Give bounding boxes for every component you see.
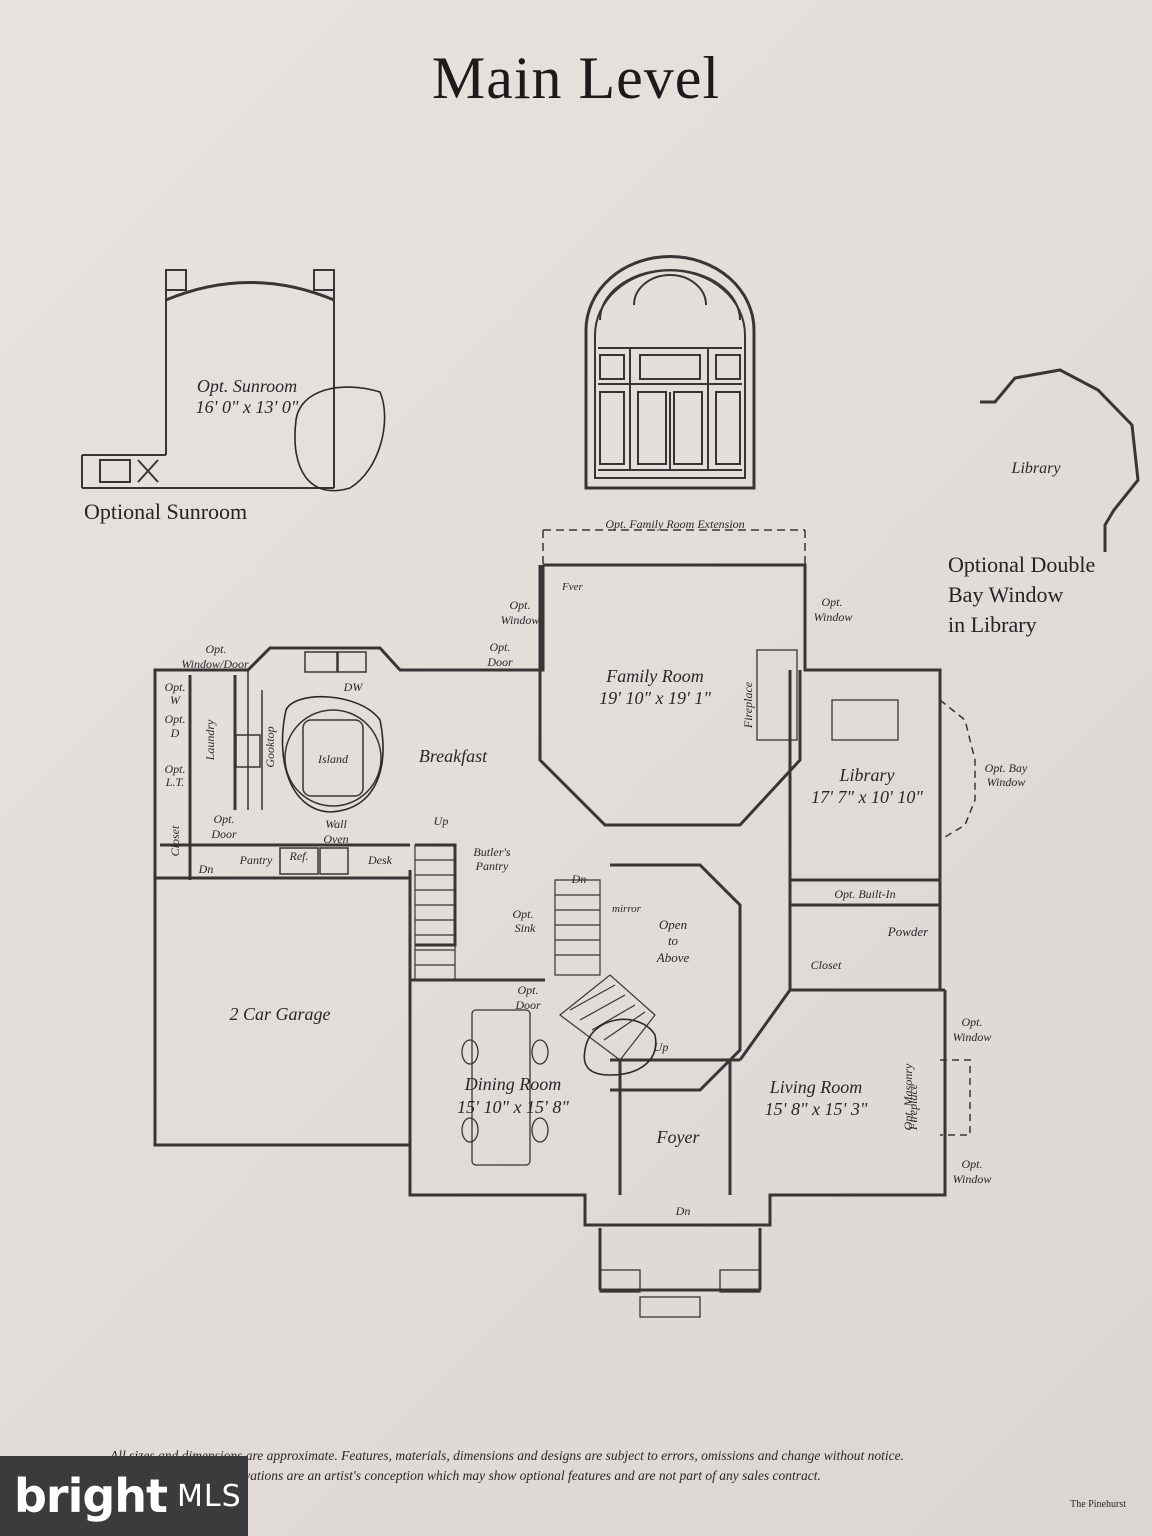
sunroom-name: Opt. Sunroom <box>196 376 298 396</box>
opt-d-opt: Opt. <box>164 712 186 726</box>
family-opt-window-left-opt: Opt. <box>509 598 531 612</box>
bay-heading-line1: Optional Double <box>948 552 1096 577</box>
opt-builtin-label: Opt. Built-In <box>834 887 896 901</box>
kitchen-opt-door-opt: Opt. <box>213 812 235 826</box>
butlers-label: Butler's <box>473 845 511 859</box>
family-opt-door-opt: Opt. <box>489 640 511 654</box>
disclaimer-line1: All sizes and dimensions are approximate… <box>110 1448 904 1463</box>
breakfast-name: Breakfast <box>418 746 488 766</box>
opt-d-label: D <box>170 726 180 740</box>
dining-room-size: 15' 10" x 15' 8" <box>457 1097 569 1117</box>
kitchen-opt-door-door: Door <box>211 827 237 841</box>
bay-window-outline <box>980 368 1140 552</box>
family-opt-window-right-opt: Opt. <box>821 595 843 609</box>
wall-oven-wall: Wall <box>325 817 347 831</box>
logo-suffix: MLS <box>177 1478 242 1514</box>
opt-w-opt: Opt. <box>164 680 186 694</box>
living-opt-window-top-window: Window <box>952 1030 992 1044</box>
living-room-size: 15' 8" x 15' 3" <box>764 1099 868 1119</box>
main-plan-walls <box>153 529 947 1292</box>
powder-label: Powder <box>887 924 929 939</box>
living-fireplace-label: Fireplace <box>906 1083 920 1131</box>
logo-brand: bright <box>14 1469 168 1523</box>
library-size: 17' 7" x 10' 10" <box>811 787 923 807</box>
stairs-dn-label: Dn <box>571 872 587 886</box>
kitchen-opt-window-door-label: Window/Door <box>181 657 249 671</box>
window-elevation <box>584 255 756 490</box>
family-opt-door-door: Door <box>487 655 513 669</box>
dishwasher-label: DW <box>343 680 363 694</box>
kitchen-dn-label: Dn <box>198 862 214 876</box>
ref-label: Ref. <box>289 849 309 863</box>
dining-opt-door-opt: Opt. <box>517 983 539 997</box>
dining-room-name: Dining Room <box>464 1074 562 1094</box>
bay-heading-line2: Bay Window <box>948 582 1064 607</box>
foyer-name: Foyer <box>656 1127 700 1147</box>
sunroom-outline <box>81 269 335 489</box>
living-room-name: Living Room <box>769 1077 863 1097</box>
handwritten-mirror: mirror <box>612 903 641 915</box>
kitchen-opt-window-door-opt: Opt. <box>205 642 227 656</box>
open-to-above-line3: Above <box>656 950 690 965</box>
disclaimer-line2: Renderings and elevations are an artist'… <box>140 1468 821 1483</box>
family-room-size: 19' 10" x 19' 1" <box>599 688 711 708</box>
family-opt-window-right-window: Window <box>813 610 853 624</box>
sunroom-size: 16' 0" x 13' 0" <box>195 397 299 417</box>
family-opt-window-left-window: Window <box>500 613 540 627</box>
gooktop-label: Gooktop <box>263 726 277 768</box>
disclaimer: All sizes and dimensions are approximate… <box>110 1446 1090 1486</box>
family-room-name: Family Room <box>606 666 704 686</box>
opt-sink-label: Sink <box>514 921 536 935</box>
dining-opt-door-door: Door <box>515 998 541 1012</box>
sunroom-heading: Optional Sunroom <box>84 499 248 524</box>
page-title: Main Level <box>431 45 721 111</box>
opt-sink-opt: Opt. <box>512 907 534 921</box>
living-opt-window-bottom-opt: Opt. <box>961 1157 983 1171</box>
wall-oven-oven: Oven <box>323 832 349 846</box>
laundry-label: Laundry <box>203 719 217 761</box>
open-to-above-line2: to <box>667 933 679 948</box>
garage-name: 2 Car Garage <box>229 1004 331 1024</box>
stairs-up-label-2: Up <box>653 1040 669 1054</box>
kitchen-closet-label: Closet <box>168 825 182 857</box>
library-opt-bay-label: Opt. Bay <box>984 761 1028 775</box>
family-extension-label: Opt. Family Room Extension <box>605 517 745 531</box>
opt-lt-label: L.T. <box>165 775 185 789</box>
butlers-pantry-label: Pantry <box>475 859 509 873</box>
library-opt-bay-window: Window <box>986 775 1026 789</box>
stairs-up-label-1: Up <box>433 814 449 828</box>
opt-w-label: W <box>170 693 180 707</box>
living-opt-window-top-opt: Opt. <box>961 1015 983 1029</box>
desk-label: Desk <box>368 853 392 867</box>
library-name: Library <box>839 765 895 785</box>
bay-heading-line3: in Library <box>948 612 1037 637</box>
bright-mls-logo: bright MLS <box>0 1456 248 1536</box>
island-label: Island <box>318 752 348 766</box>
bay-library-label: Library <box>1011 460 1061 477</box>
plan-name: The Pinehurst <box>1070 1499 1126 1510</box>
open-to-above-line1: Open <box>658 917 688 932</box>
living-opt-window-bottom-window: Window <box>952 1172 992 1186</box>
family-fireplace-label: Fireplace <box>741 681 755 729</box>
opt-lt-opt: Opt. <box>164 762 186 776</box>
handwritten-fver: Fver <box>562 581 583 593</box>
powder-closet-label: Closet <box>810 958 842 972</box>
pantry-label: Pantry <box>239 853 273 867</box>
foyer-dn-label: Dn <box>675 1204 691 1218</box>
